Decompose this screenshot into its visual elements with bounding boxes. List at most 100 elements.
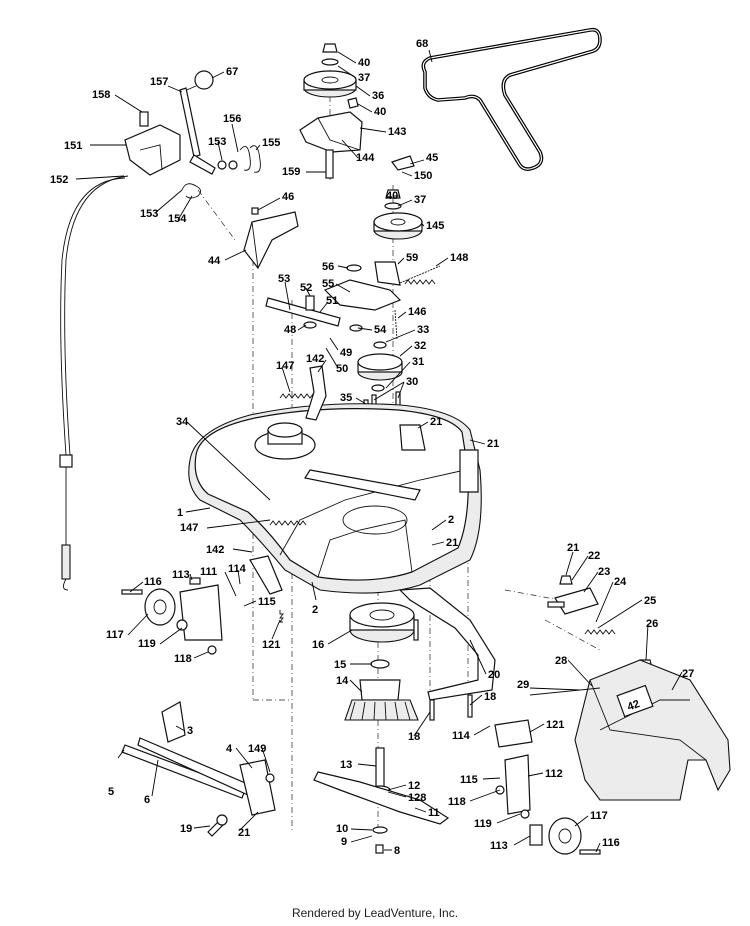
- callout-59: 59: [406, 252, 418, 264]
- callout-21: 21: [567, 542, 579, 554]
- callout-19: 19: [180, 823, 192, 835]
- callout-32: 32: [414, 340, 426, 352]
- callout-67: 67: [226, 66, 238, 78]
- callout-22: 22: [588, 550, 600, 562]
- callout-114: 114: [452, 730, 471, 742]
- callout-18: 18: [484, 691, 496, 703]
- callout-146: 146: [408, 306, 426, 318]
- callout-16: 16: [312, 639, 324, 651]
- right-gauge-wheel-assembly: [494, 719, 601, 855]
- callout-21: 21: [430, 416, 442, 428]
- callout-118: 118: [174, 653, 192, 665]
- callout-1: 1: [177, 507, 183, 519]
- callout-2: 2: [448, 514, 454, 526]
- upper-idler-assembly: [299, 43, 363, 179]
- callout-68: 68: [416, 38, 428, 50]
- callout-117: 117: [590, 810, 608, 822]
- callout-15: 15: [334, 659, 346, 671]
- callout-numbers: 68 40 37 36 40 143 144 159 45 150 40 37 …: [50, 38, 694, 857]
- callout-37: 37: [414, 194, 426, 206]
- callout-153: 153: [140, 208, 158, 220]
- callout-142: 142: [306, 353, 324, 365]
- discharge-chute: 42: [529, 659, 731, 801]
- callout-11: 11: [428, 807, 440, 819]
- callout-9: 9: [341, 836, 347, 848]
- callout-155: 155: [262, 137, 280, 149]
- callout-119: 119: [138, 638, 156, 650]
- callout-8: 8: [394, 845, 400, 857]
- callout-53: 53: [278, 273, 290, 285]
- callout-113: 113: [490, 840, 508, 852]
- callout-2: 2: [312, 604, 318, 616]
- callout-148: 148: [450, 252, 468, 264]
- callout-111: 111: [200, 566, 217, 578]
- callout-4: 4: [226, 743, 233, 755]
- callout-30: 30: [406, 376, 418, 388]
- callout-40: 40: [358, 57, 370, 69]
- callout-154: 154: [168, 213, 187, 225]
- callout-152: 152: [50, 174, 68, 186]
- callout-36: 36: [372, 90, 384, 102]
- callout-121: 121: [262, 639, 280, 651]
- callout-115: 115: [258, 596, 276, 608]
- callout-3: 3: [187, 725, 193, 737]
- right-hanger-arm: [398, 587, 496, 721]
- callout-50: 50: [336, 363, 348, 375]
- callout-145: 145: [426, 220, 444, 232]
- callout-35: 35: [340, 392, 352, 404]
- callout-49: 49: [340, 347, 352, 359]
- pulley-cover: [243, 207, 299, 270]
- callout-46: 46: [282, 191, 294, 203]
- callout-158: 158: [92, 89, 110, 101]
- callout-151: 151: [64, 140, 82, 152]
- callout-25: 25: [644, 595, 656, 607]
- callout-31: 31: [412, 356, 424, 368]
- callout-24: 24: [614, 576, 627, 588]
- callout-52: 52: [300, 282, 312, 294]
- deck-size-badge: 42: [626, 698, 642, 713]
- callout-156: 156: [223, 113, 241, 125]
- callout-128: 128: [408, 792, 426, 804]
- footer-credit: Rendered by LeadVenture, Inc.: [291, 906, 459, 920]
- callout-12: 12: [408, 780, 420, 792]
- callout-13: 13: [340, 759, 352, 771]
- callout-48: 48: [284, 324, 296, 336]
- mower-deck-housing: [188, 403, 482, 594]
- callout-37: 37: [358, 72, 370, 84]
- center-spindle-assembly: [313, 602, 450, 854]
- left-gauge-wheel-assembly: [121, 555, 284, 655]
- callout-21: 21: [487, 438, 499, 450]
- callout-10: 10: [336, 823, 348, 835]
- drive-belt: [421, 27, 602, 171]
- callout-115: 115: [460, 774, 478, 786]
- callout-114: 114: [228, 563, 247, 575]
- callout-40: 40: [374, 106, 386, 118]
- callout-157: 157: [150, 76, 168, 88]
- callout-51: 51: [326, 295, 338, 307]
- callout-113: 113: [172, 569, 190, 581]
- callout-44: 44: [208, 255, 221, 267]
- callout-18: 18: [408, 731, 420, 743]
- front-link-assembly: [121, 701, 276, 837]
- callout-116: 116: [144, 576, 162, 588]
- callout-121: 121: [546, 719, 564, 731]
- callout-55: 55: [322, 278, 334, 290]
- callout-29: 29: [517, 679, 529, 691]
- callout-14: 14: [336, 675, 349, 687]
- callout-34: 34: [176, 416, 189, 428]
- callout-leaders: [75, 49, 683, 853]
- engagement-lever-assembly: [124, 70, 261, 199]
- second-idler-assembly: [373, 155, 423, 240]
- callout-142: 142: [206, 544, 224, 556]
- callout-150: 150: [414, 170, 432, 182]
- callout-45: 45: [426, 152, 438, 164]
- callout-112: 112: [545, 768, 563, 780]
- callout-159: 159: [282, 166, 300, 178]
- callout-116: 116: [602, 837, 620, 849]
- callout-153: 153: [208, 136, 226, 148]
- callout-27: 27: [682, 668, 694, 680]
- callout-149: 149: [248, 743, 266, 755]
- callout-40: 40: [386, 190, 398, 202]
- callout-6: 6: [144, 794, 150, 806]
